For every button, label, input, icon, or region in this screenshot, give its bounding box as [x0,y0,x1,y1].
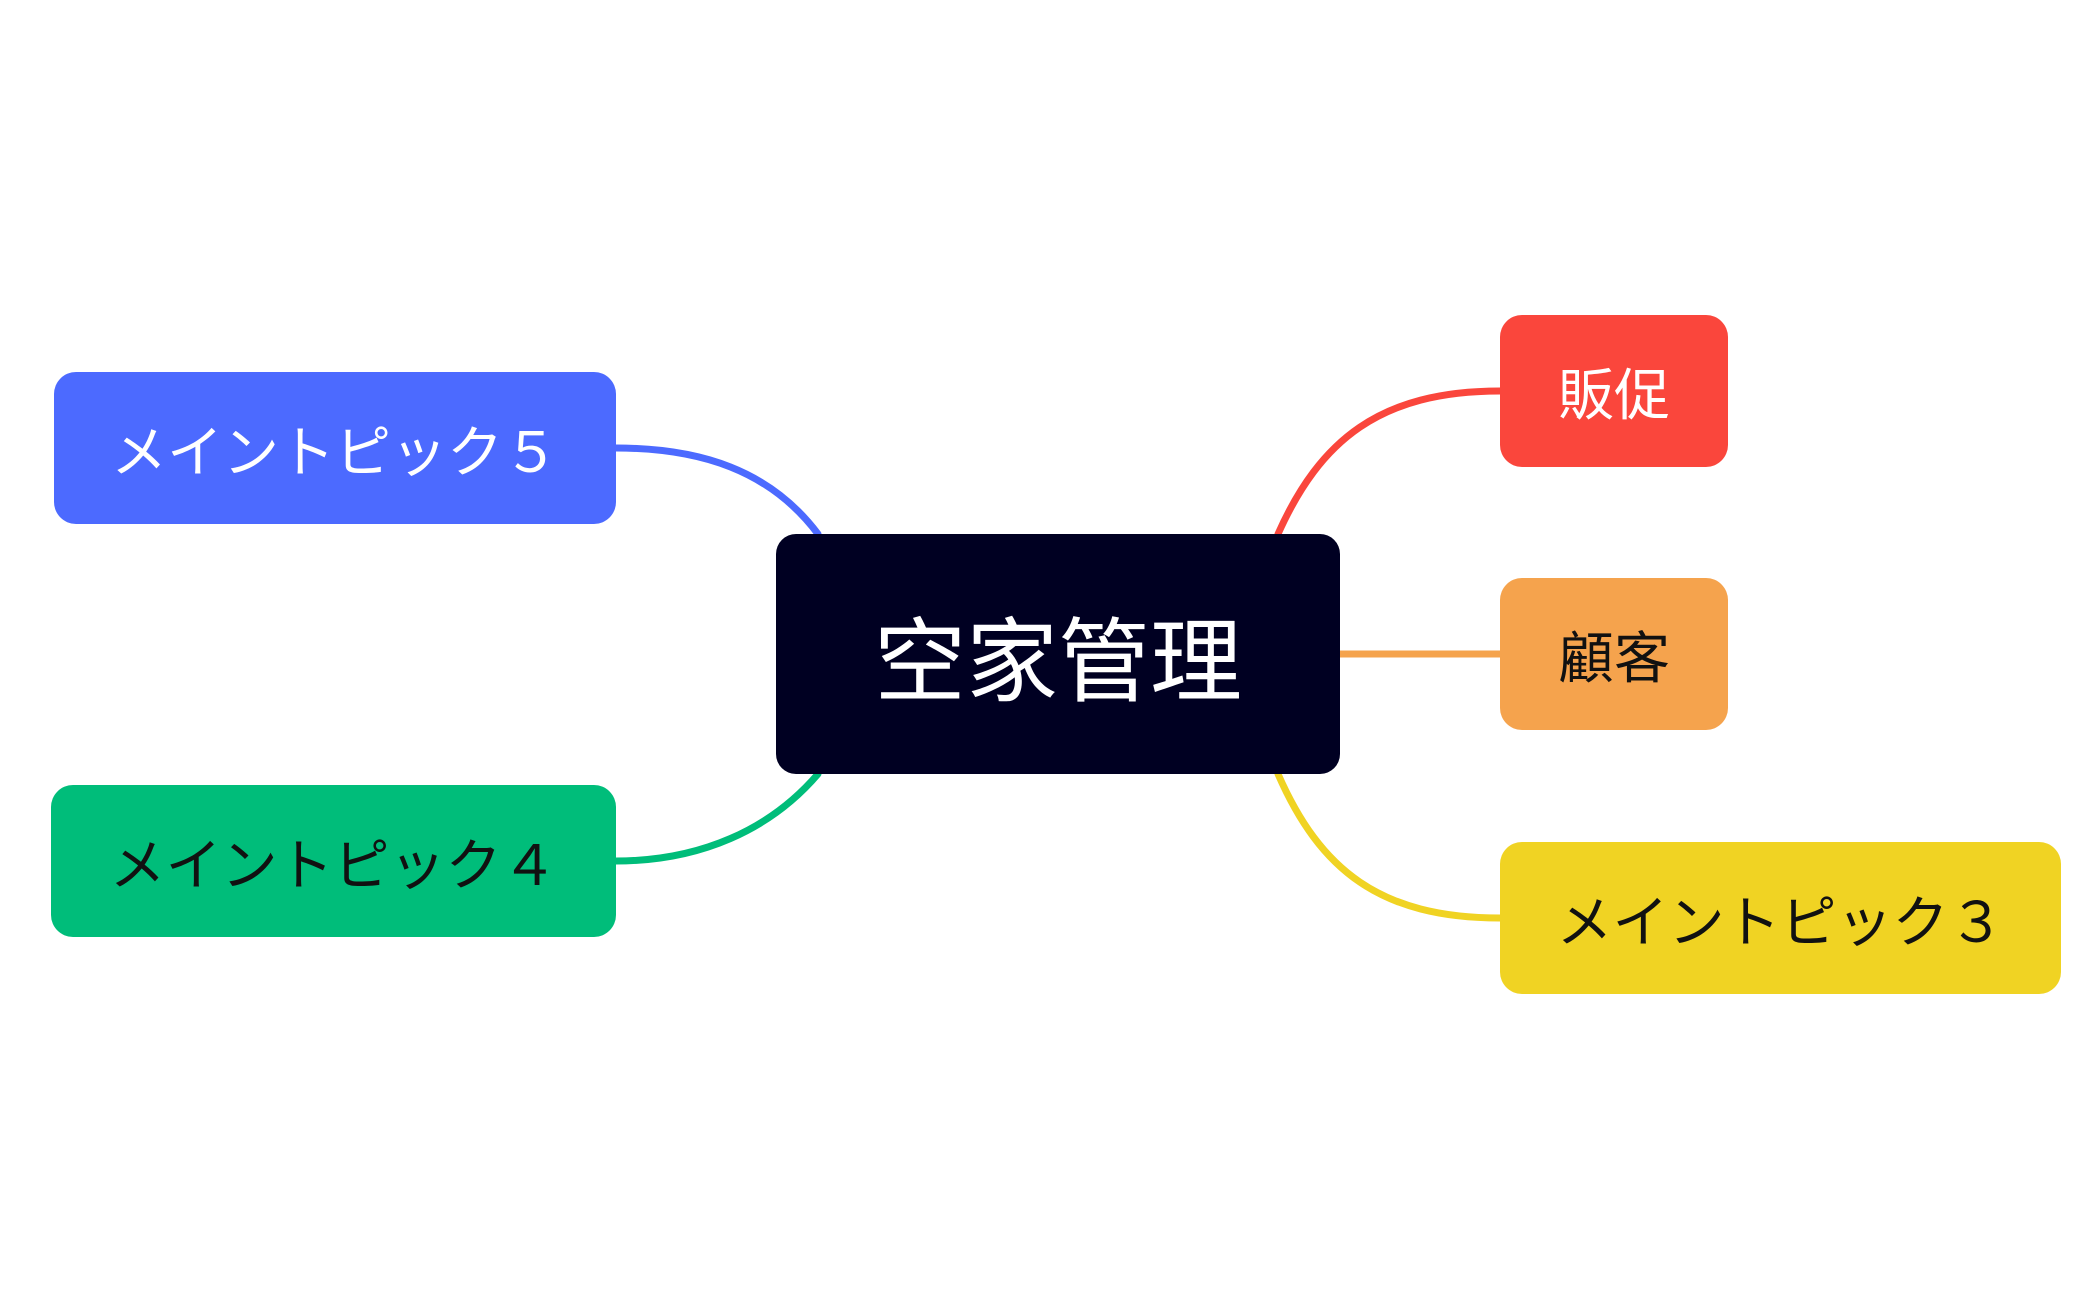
connector-main-topic-5 [612,444,822,538]
topic-main-5[interactable]: メイントピック５ [54,372,616,524]
connector-sales [1274,387,1504,538]
topic-label: メイントピック４ [109,833,558,899]
topic-main-4[interactable]: メイントピック４ [51,785,616,937]
topic-label: メイントピック５ [111,420,559,486]
connector-main-topic-4 [612,770,822,865]
topic-label: メイントピック３ [1556,890,2005,956]
topic-label: 顧客 [1558,626,1670,692]
topic-customer[interactable]: 顧客 [1500,578,1728,730]
topic-sales-promotion[interactable]: 販促 [1500,315,1728,467]
connector-main-topic-3 [1274,770,1504,922]
topic-label: 販促 [1558,363,1670,429]
central-topic-label: 空家管理 [873,608,1242,716]
central-topic[interactable]: 空家管理 [776,534,1340,774]
topic-main-3[interactable]: メイントピック３ [1500,842,2061,994]
